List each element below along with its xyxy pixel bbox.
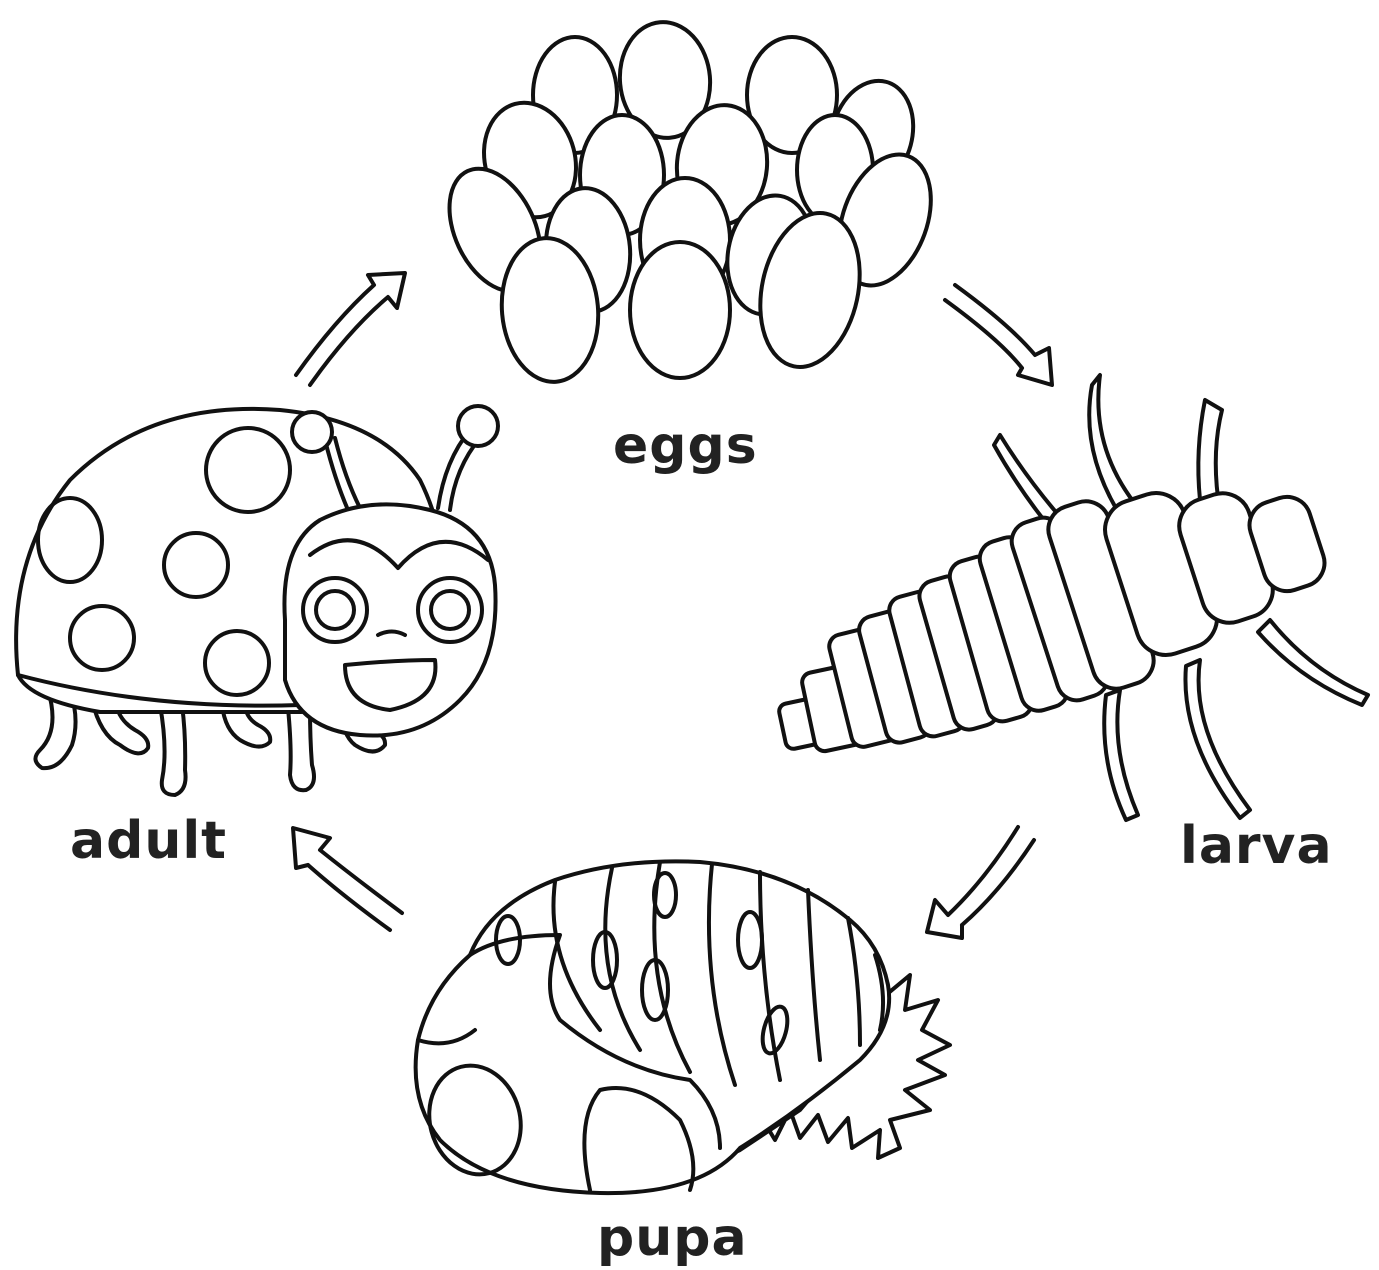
arrow-larva-to-pupa	[927, 827, 1034, 938]
eggs-illustration	[431, 18, 947, 386]
stage-label-larva: larva	[1180, 820, 1333, 872]
stage-label-eggs: eggs	[613, 420, 758, 472]
larva-illustration	[778, 375, 1368, 820]
stage-label-adult: adult	[70, 815, 227, 867]
arrow-adult-to-eggs	[296, 273, 405, 385]
stage-label-pupa: pupa	[597, 1212, 748, 1264]
arrow-eggs-to-larva	[945, 285, 1052, 385]
arrow-pupa-to-adult	[293, 828, 402, 930]
adult-ladybug-illustration	[16, 406, 498, 795]
pupa-illustration	[416, 861, 950, 1193]
